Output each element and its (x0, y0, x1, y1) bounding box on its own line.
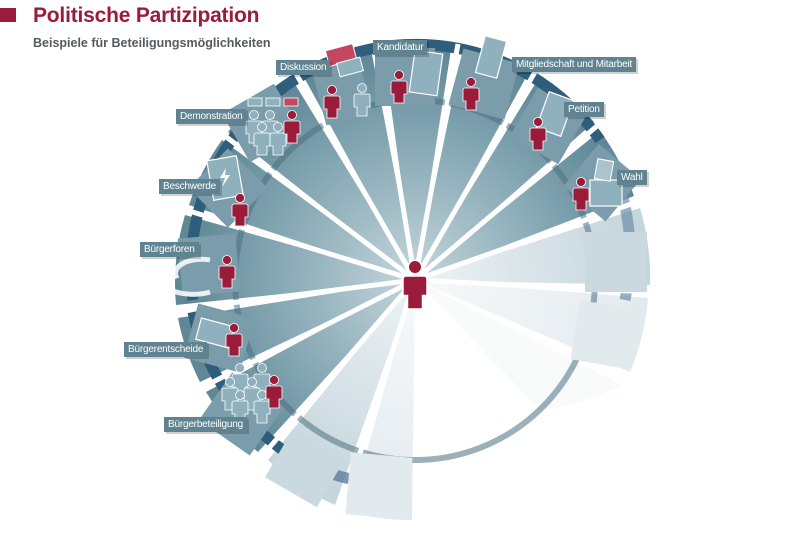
page-subtitle: Beispiele für Beteiligungsmöglichkeiten (33, 36, 271, 50)
empty-tile-2 (570, 300, 642, 370)
label-beschwerde: Beschwerde (159, 179, 221, 194)
tile-kandidatur[interactable] (375, 48, 444, 106)
label-kandidatur: Kandidatur (373, 40, 428, 55)
label-petition: Petition (564, 102, 604, 117)
wedge-empty-5 (415, 280, 622, 410)
empty-tile-1 (585, 232, 647, 292)
ballot-box-icon (589, 179, 623, 207)
tile-mitgliedschaft[interactable] (448, 35, 520, 120)
page-title: Politische Partizipation (33, 4, 260, 27)
title-marker (0, 8, 16, 22)
label-buergerforen: Bürgerforen (140, 242, 199, 257)
hand-document-icon (474, 35, 508, 79)
empty-tile-4 (345, 452, 413, 520)
label-wahl: Wahl (617, 170, 647, 185)
tile-wahl[interactable] (563, 143, 641, 222)
label-mitgliedschaft: Mitgliedschaft und Mitarbeit (512, 57, 637, 72)
label-diskussion: Diskussion (276, 60, 331, 75)
empty-tile-3 (265, 428, 345, 508)
label-demonstration: Demonstration (176, 109, 247, 124)
assembly-icon (163, 256, 211, 297)
checklist-icon (408, 49, 444, 97)
tile-demonstration[interactable] (222, 83, 302, 163)
label-buergerentscheide: Bürgerentscheide (124, 342, 208, 357)
tile-buergerbeteiligung[interactable] (198, 363, 284, 456)
label-buergerbeteiligung: Bürgerbeteiligung (164, 417, 247, 432)
